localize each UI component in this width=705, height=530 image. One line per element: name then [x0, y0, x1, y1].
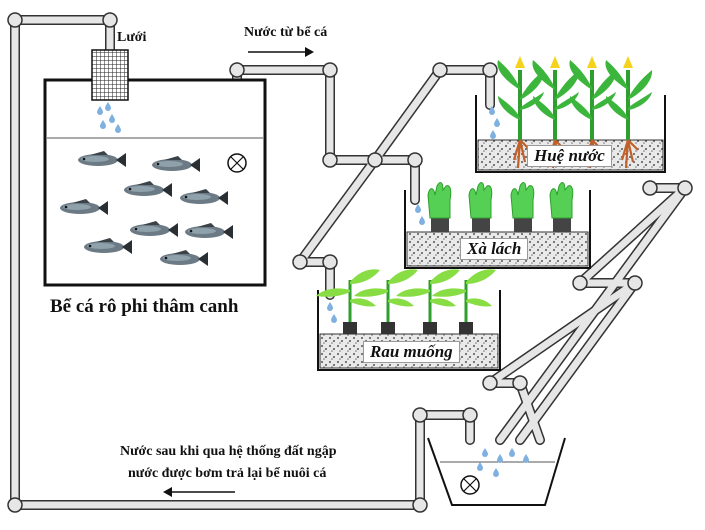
lettuce-plants: [427, 182, 574, 232]
arrow-icon: [248, 47, 314, 57]
sump-tank: [427, 437, 566, 506]
bed-bottom-label: Rau muống: [363, 341, 460, 363]
bed-middle: [404, 182, 591, 269]
bed-top-drops: [489, 106, 500, 139]
mesh-filter: [91, 49, 129, 101]
water-spinach-plants: [316, 269, 496, 334]
bed-middle-label: Xà lách: [460, 238, 529, 260]
flow-from-tank-label: Nước từ bể cá: [244, 25, 328, 40]
pipe-network: [7, 12, 693, 513]
bed-top-label: Huệ nước: [527, 145, 612, 167]
fish-tank-label: Bể cá rô phi thâm canh: [50, 296, 239, 317]
bed-bottom-drops: [327, 302, 337, 323]
fish-tank: [43, 49, 267, 287]
mesh-label: Lưới: [117, 30, 147, 45]
water-hyacinth-plants: [497, 56, 653, 169]
pump-icon: [227, 153, 247, 173]
bed-middle-drops: [415, 204, 425, 225]
return-label-line2: nước được bơm trả lại bể nuôi cá: [128, 466, 327, 481]
return-label-line1: Nước sau khi qua hệ thống đất ngập: [120, 444, 337, 459]
pump-icon: [460, 475, 480, 495]
arrow-icon: [163, 487, 235, 497]
